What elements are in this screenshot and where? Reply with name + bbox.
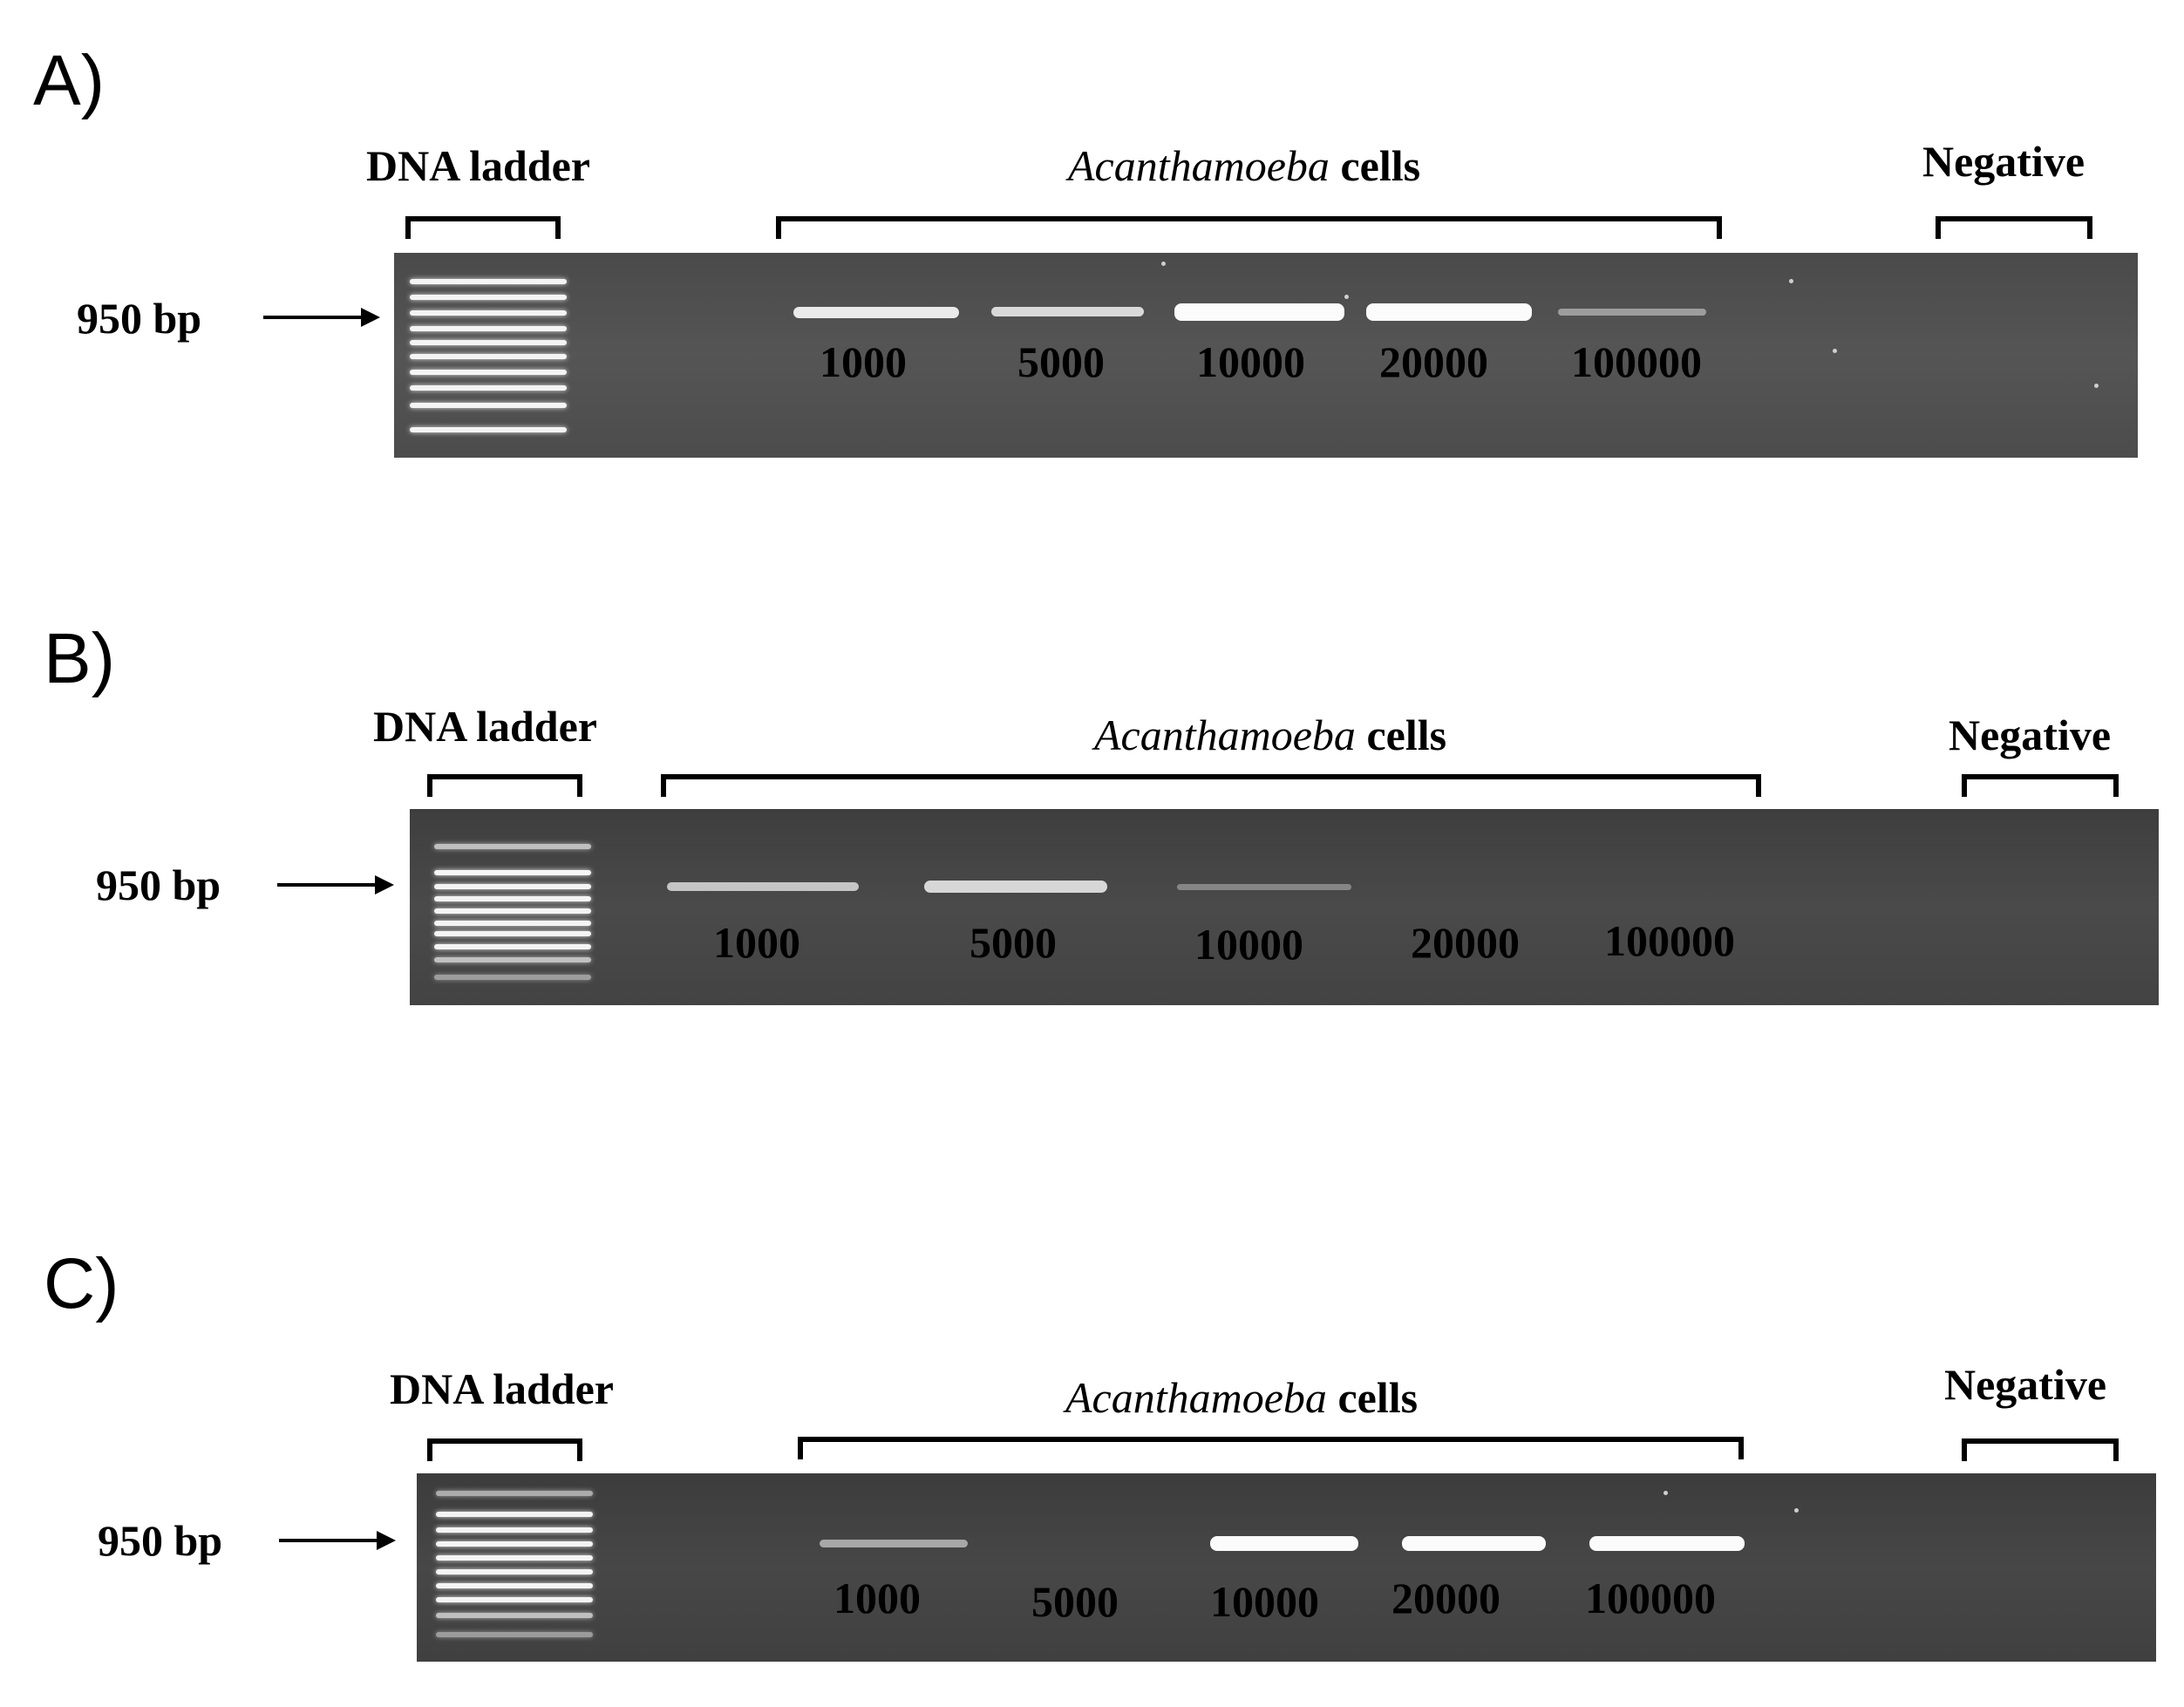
sample-band bbox=[991, 307, 1144, 316]
ladder-bracket bbox=[427, 774, 582, 797]
lane-label: 20000 bbox=[1411, 918, 1520, 967]
sample-band bbox=[1402, 1536, 1546, 1551]
cells-bracket bbox=[776, 216, 1722, 239]
negative-label: Negative bbox=[1922, 137, 2085, 186]
sample-band bbox=[1366, 303, 1532, 321]
negative-bracket bbox=[1962, 1438, 2119, 1461]
bp-label: 950 bp bbox=[96, 860, 221, 909]
gel-image: 1000 5000 10000 20000 100000 bbox=[417, 1473, 2156, 1662]
lane-label: 5000 bbox=[970, 918, 1057, 967]
sample-band bbox=[1174, 303, 1344, 321]
lane-label: 100000 bbox=[1604, 916, 1735, 965]
cells-label-italic: Acanthamoeba bbox=[1065, 1373, 1327, 1422]
panel-letter: C) bbox=[44, 1244, 119, 1323]
bp-arrow bbox=[277, 875, 394, 894]
dna-ladder-label: DNA ladder bbox=[390, 1364, 614, 1413]
sample-band bbox=[1589, 1536, 1745, 1551]
negative-label: Negative bbox=[1944, 1360, 2107, 1409]
lane-label: 1000 bbox=[713, 918, 800, 967]
cells-label: Acanthamoeba cells bbox=[1068, 144, 1420, 187]
cells-bracket bbox=[798, 1437, 1744, 1459]
sample-band bbox=[793, 307, 959, 318]
negative-bracket bbox=[1936, 216, 2092, 239]
lane-label: 20000 bbox=[1391, 1574, 1500, 1622]
bp-label: 950 bp bbox=[77, 294, 202, 343]
ladder-bracket bbox=[405, 216, 561, 239]
cells-label-italic: Acanthamoeba bbox=[1068, 141, 1330, 190]
ladder-bracket bbox=[427, 1438, 582, 1461]
lane-label: 100000 bbox=[1571, 337, 1702, 386]
dna-ladder-label: DNA ladder bbox=[373, 702, 597, 751]
sample-band bbox=[667, 882, 859, 891]
cells-label-rest: cells bbox=[1326, 1373, 1419, 1422]
lane-label: 5000 bbox=[1017, 337, 1105, 386]
bp-arrow bbox=[263, 308, 380, 327]
sample-band bbox=[924, 881, 1107, 893]
lane-label: 10000 bbox=[1196, 337, 1305, 386]
lane-label: 1000 bbox=[833, 1574, 921, 1622]
cells-label: Acanthamoeba cells bbox=[1094, 713, 1446, 757]
negative-label: Negative bbox=[1949, 711, 2112, 759]
sample-band bbox=[820, 1540, 968, 1547]
sample-band bbox=[1558, 309, 1706, 316]
lane-label: 20000 bbox=[1379, 337, 1488, 386]
dna-ladder-label: DNA ladder bbox=[366, 141, 590, 190]
sample-band bbox=[1177, 884, 1351, 890]
cells-bracket bbox=[661, 774, 1761, 797]
lane-label: 1000 bbox=[820, 337, 907, 386]
panel-letter: A) bbox=[33, 41, 105, 120]
lane-label: 5000 bbox=[1031, 1577, 1119, 1626]
cells-label-rest: cells bbox=[1355, 711, 1447, 759]
cells-label-rest: cells bbox=[1329, 141, 1421, 190]
cells-label: Acanthamoeba cells bbox=[1065, 1376, 1418, 1419]
lane-label: 10000 bbox=[1194, 920, 1303, 969]
lane-label: 10000 bbox=[1210, 1577, 1319, 1626]
bp-label: 950 bp bbox=[98, 1516, 223, 1565]
lane-label: 100000 bbox=[1585, 1574, 1716, 1622]
cells-label-italic: Acanthamoeba bbox=[1094, 711, 1356, 759]
sample-band bbox=[1210, 1536, 1358, 1551]
gel-image: 1000 5000 10000 20000 100000 bbox=[394, 253, 2138, 458]
gel-image: 1000 5000 10000 20000 100000 bbox=[410, 809, 2159, 1005]
negative-bracket bbox=[1962, 774, 2119, 797]
bp-arrow bbox=[279, 1531, 396, 1550]
panel-letter: B) bbox=[44, 619, 115, 698]
